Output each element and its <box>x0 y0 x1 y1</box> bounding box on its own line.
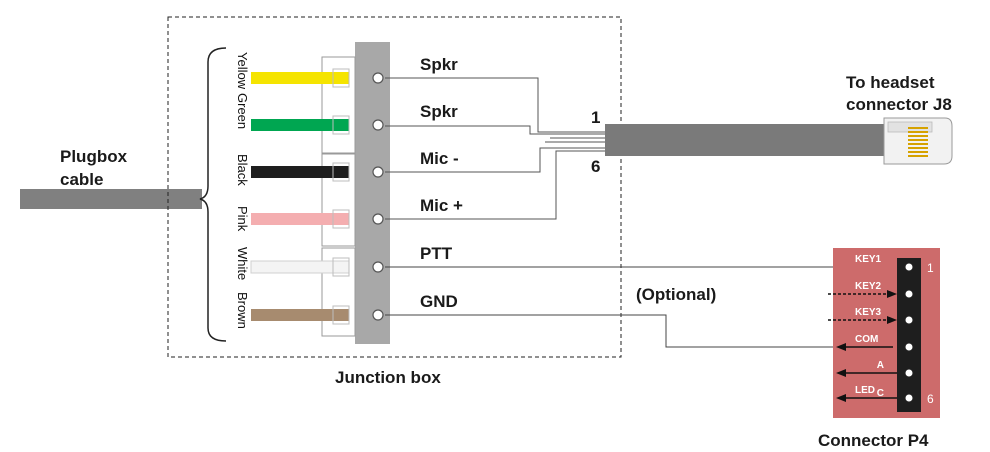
junction-box-label: Junction box <box>335 368 441 387</box>
optional-label: (Optional) <box>636 285 716 304</box>
p4-pin-label: COM <box>855 334 878 345</box>
p4-pin-label: A <box>877 360 884 371</box>
wire-brown <box>251 309 349 321</box>
headset-label-line1: To headset <box>846 73 935 92</box>
terminal-housings <box>321 56 356 337</box>
rj-plug <box>883 117 953 165</box>
wire-latch <box>332 209 350 229</box>
terminal-block <box>355 42 390 344</box>
p4-pin-label: LED <box>855 385 875 396</box>
wire-color-label: White <box>235 247 250 280</box>
rj-contact <box>908 143 928 145</box>
headset-label-line2: connector J8 <box>846 95 952 114</box>
p4-arrowhead <box>887 316 897 324</box>
rj-contact <box>908 127 928 129</box>
cable-pin-6-label: 6 <box>591 157 600 176</box>
p4-pin-label: KEY3 <box>855 307 882 318</box>
wire-black <box>251 166 349 178</box>
p4-pin <box>904 262 914 272</box>
rj-contact <box>908 131 928 133</box>
wire-latch <box>332 68 350 88</box>
rj-contact <box>908 155 928 157</box>
signal-label: Mic + <box>420 196 463 215</box>
p4-pin-number: 1 <box>927 261 934 275</box>
p4-pin-number: 6 <box>927 392 934 406</box>
wire-color-label: Black <box>235 154 250 186</box>
terminal-screw <box>372 213 384 225</box>
wire-latch <box>332 162 350 182</box>
p4-arrowhead <box>836 394 846 402</box>
junction-box-outline <box>167 16 622 358</box>
p4-pin-sublabel: C <box>877 388 884 399</box>
terminal-screw <box>372 309 384 321</box>
rj-contact <box>908 147 928 149</box>
wire-latch <box>332 257 350 277</box>
p4-pin-label: KEY2 <box>855 281 882 292</box>
connector-p4-board <box>833 248 940 418</box>
connector-p4-header <box>897 258 921 412</box>
signal-label: Spkr <box>420 55 458 74</box>
gnd-line <box>385 314 893 348</box>
wire-color-label: Yellow <box>235 52 250 90</box>
rj-contact <box>908 139 928 141</box>
p4-pin <box>904 393 914 403</box>
wire-yellow <box>251 72 349 84</box>
wire-latch <box>332 115 350 135</box>
plugbox-label-line2: cable <box>60 170 103 189</box>
wire-bundle-brace <box>199 47 227 342</box>
p4-arrowhead <box>836 369 846 377</box>
terminal-screw <box>372 119 384 131</box>
plugbox-cable <box>20 189 202 209</box>
p4-arrowhead <box>887 290 897 298</box>
signal-label: Spkr <box>420 102 458 121</box>
signal-routing-lines <box>385 77 605 220</box>
signal-label: PTT <box>420 244 453 263</box>
signal-label: GND <box>420 292 458 311</box>
p4-pin <box>904 315 914 325</box>
headset-flat-cable <box>605 124 890 156</box>
terminal-screw <box>372 261 384 273</box>
wire-green <box>251 119 349 131</box>
wire-pink <box>251 213 349 225</box>
terminal-screw <box>372 72 384 84</box>
rj-contact <box>908 151 928 153</box>
p4-pin <box>904 342 914 352</box>
wire-color-label: Brown <box>235 292 250 329</box>
p4-pin <box>904 368 914 378</box>
wire-white <box>250 260 350 274</box>
p4-pin <box>904 289 914 299</box>
wire-color-label: Pink <box>235 206 250 232</box>
wire-latch <box>332 305 350 325</box>
rj-contact <box>908 135 928 137</box>
wire-color-label: Green <box>235 93 250 129</box>
connector-p4-label: Connector P4 <box>818 431 929 450</box>
signal-label: Mic - <box>420 149 459 168</box>
cable-pin-1-label: 1 <box>591 108 600 127</box>
terminal-screw <box>372 166 384 178</box>
p4-pin-label: KEY1 <box>855 254 882 265</box>
plugbox-label-line1: Plugbox <box>60 147 128 166</box>
